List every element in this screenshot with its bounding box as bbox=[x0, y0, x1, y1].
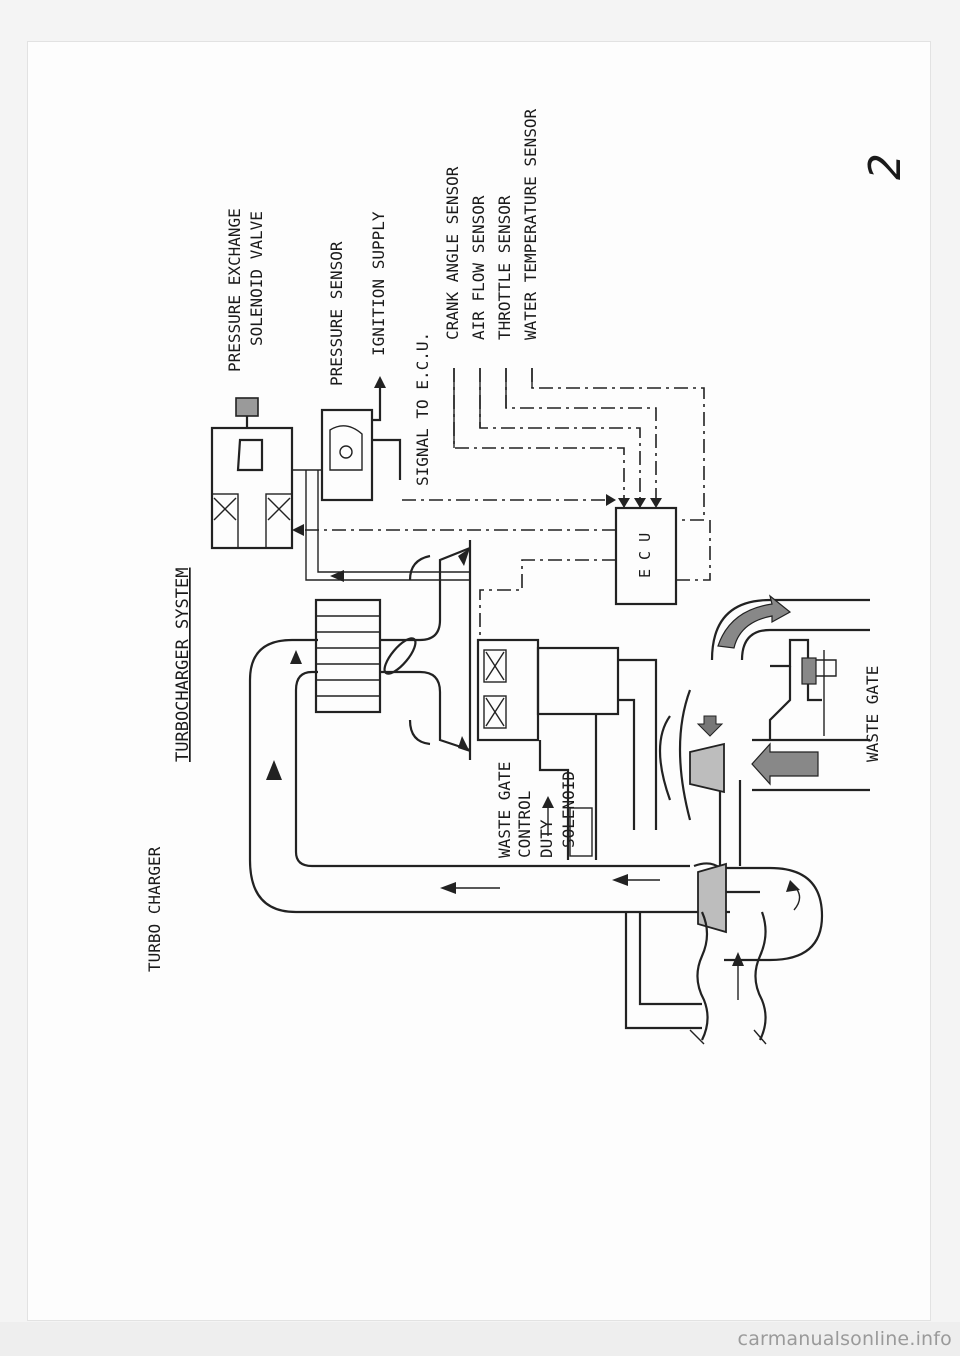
diagram-title: TURBOCHARGER SYSTEM bbox=[173, 568, 193, 762]
label-signal-to-ecu: SIGNAL TO E.C.U. bbox=[413, 332, 432, 486]
waste-gate-control-duty-solenoid bbox=[476, 638, 658, 860]
exhaust-in-arrow-icon bbox=[751, 742, 819, 786]
air-inlet bbox=[624, 911, 767, 1045]
waste-gate-flow-arrow-icon bbox=[696, 715, 724, 737]
label-crank-angle-sensor: CRANK ANGLE SENSOR bbox=[443, 166, 462, 340]
pressure-sensor bbox=[320, 376, 402, 502]
label-pressure-exchange-1: PRESSURE EXCHANGE bbox=[225, 208, 244, 372]
intercooler bbox=[314, 598, 382, 714]
label-pressure-exchange-2: SOLENOID VALVE bbox=[247, 211, 266, 346]
inlet-arrow-icon bbox=[732, 952, 744, 966]
turbocharger bbox=[658, 594, 870, 962]
intake-manifold bbox=[380, 540, 472, 760]
flow-arrow-up-2-icon bbox=[290, 650, 302, 664]
watermark: carmanualsonline.info bbox=[737, 1328, 952, 1350]
label-ecu: E C U bbox=[636, 533, 654, 578]
flow-arrow-left-2-icon bbox=[612, 874, 628, 886]
label-wg-control-2: CONTROL bbox=[515, 791, 534, 858]
page-number: 2 bbox=[860, 154, 911, 181]
flow-arrow-left-icon bbox=[440, 882, 456, 894]
compressor-wheel-icon bbox=[697, 862, 727, 934]
label-wg-control-3: DUTY bbox=[537, 819, 556, 858]
signal-wiring bbox=[292, 368, 711, 640]
label-air-flow-sensor: AIR FLOW SENSOR bbox=[469, 195, 488, 340]
label-wg-control-1: WASTE GATE bbox=[495, 762, 514, 858]
pressure-exchange-solenoid-valve bbox=[210, 397, 322, 550]
bottom-band bbox=[0, 1322, 960, 1356]
label-group: TURBOCHARGER SYSTEM 2 PRESSURE EXCHANGE … bbox=[145, 108, 911, 972]
flow-arrow-up-icon bbox=[266, 760, 282, 780]
ecu-box bbox=[614, 506, 678, 606]
turbine-wheel-icon bbox=[689, 742, 725, 794]
label-throttle-sensor: THROTTLE SENSOR bbox=[495, 195, 514, 340]
label-ignition-supply: IGNITION SUPPLY bbox=[369, 211, 388, 356]
label-waste-gate: WASTE GATE bbox=[863, 666, 882, 762]
valve-cap-icon bbox=[235, 397, 259, 417]
intake-piping bbox=[248, 638, 730, 914]
label-water-temperature-sensor: WATER TEMPERATURE SENSOR bbox=[521, 108, 540, 340]
throttle-valve-icon bbox=[383, 637, 417, 675]
exhaust-flow-arrow-icon bbox=[717, 594, 792, 649]
pressure-lines bbox=[305, 470, 470, 582]
label-pressure-sensor: PRESSURE SENSOR bbox=[327, 241, 346, 386]
label-turbo-charger: TURBO CHARGER bbox=[145, 846, 164, 972]
